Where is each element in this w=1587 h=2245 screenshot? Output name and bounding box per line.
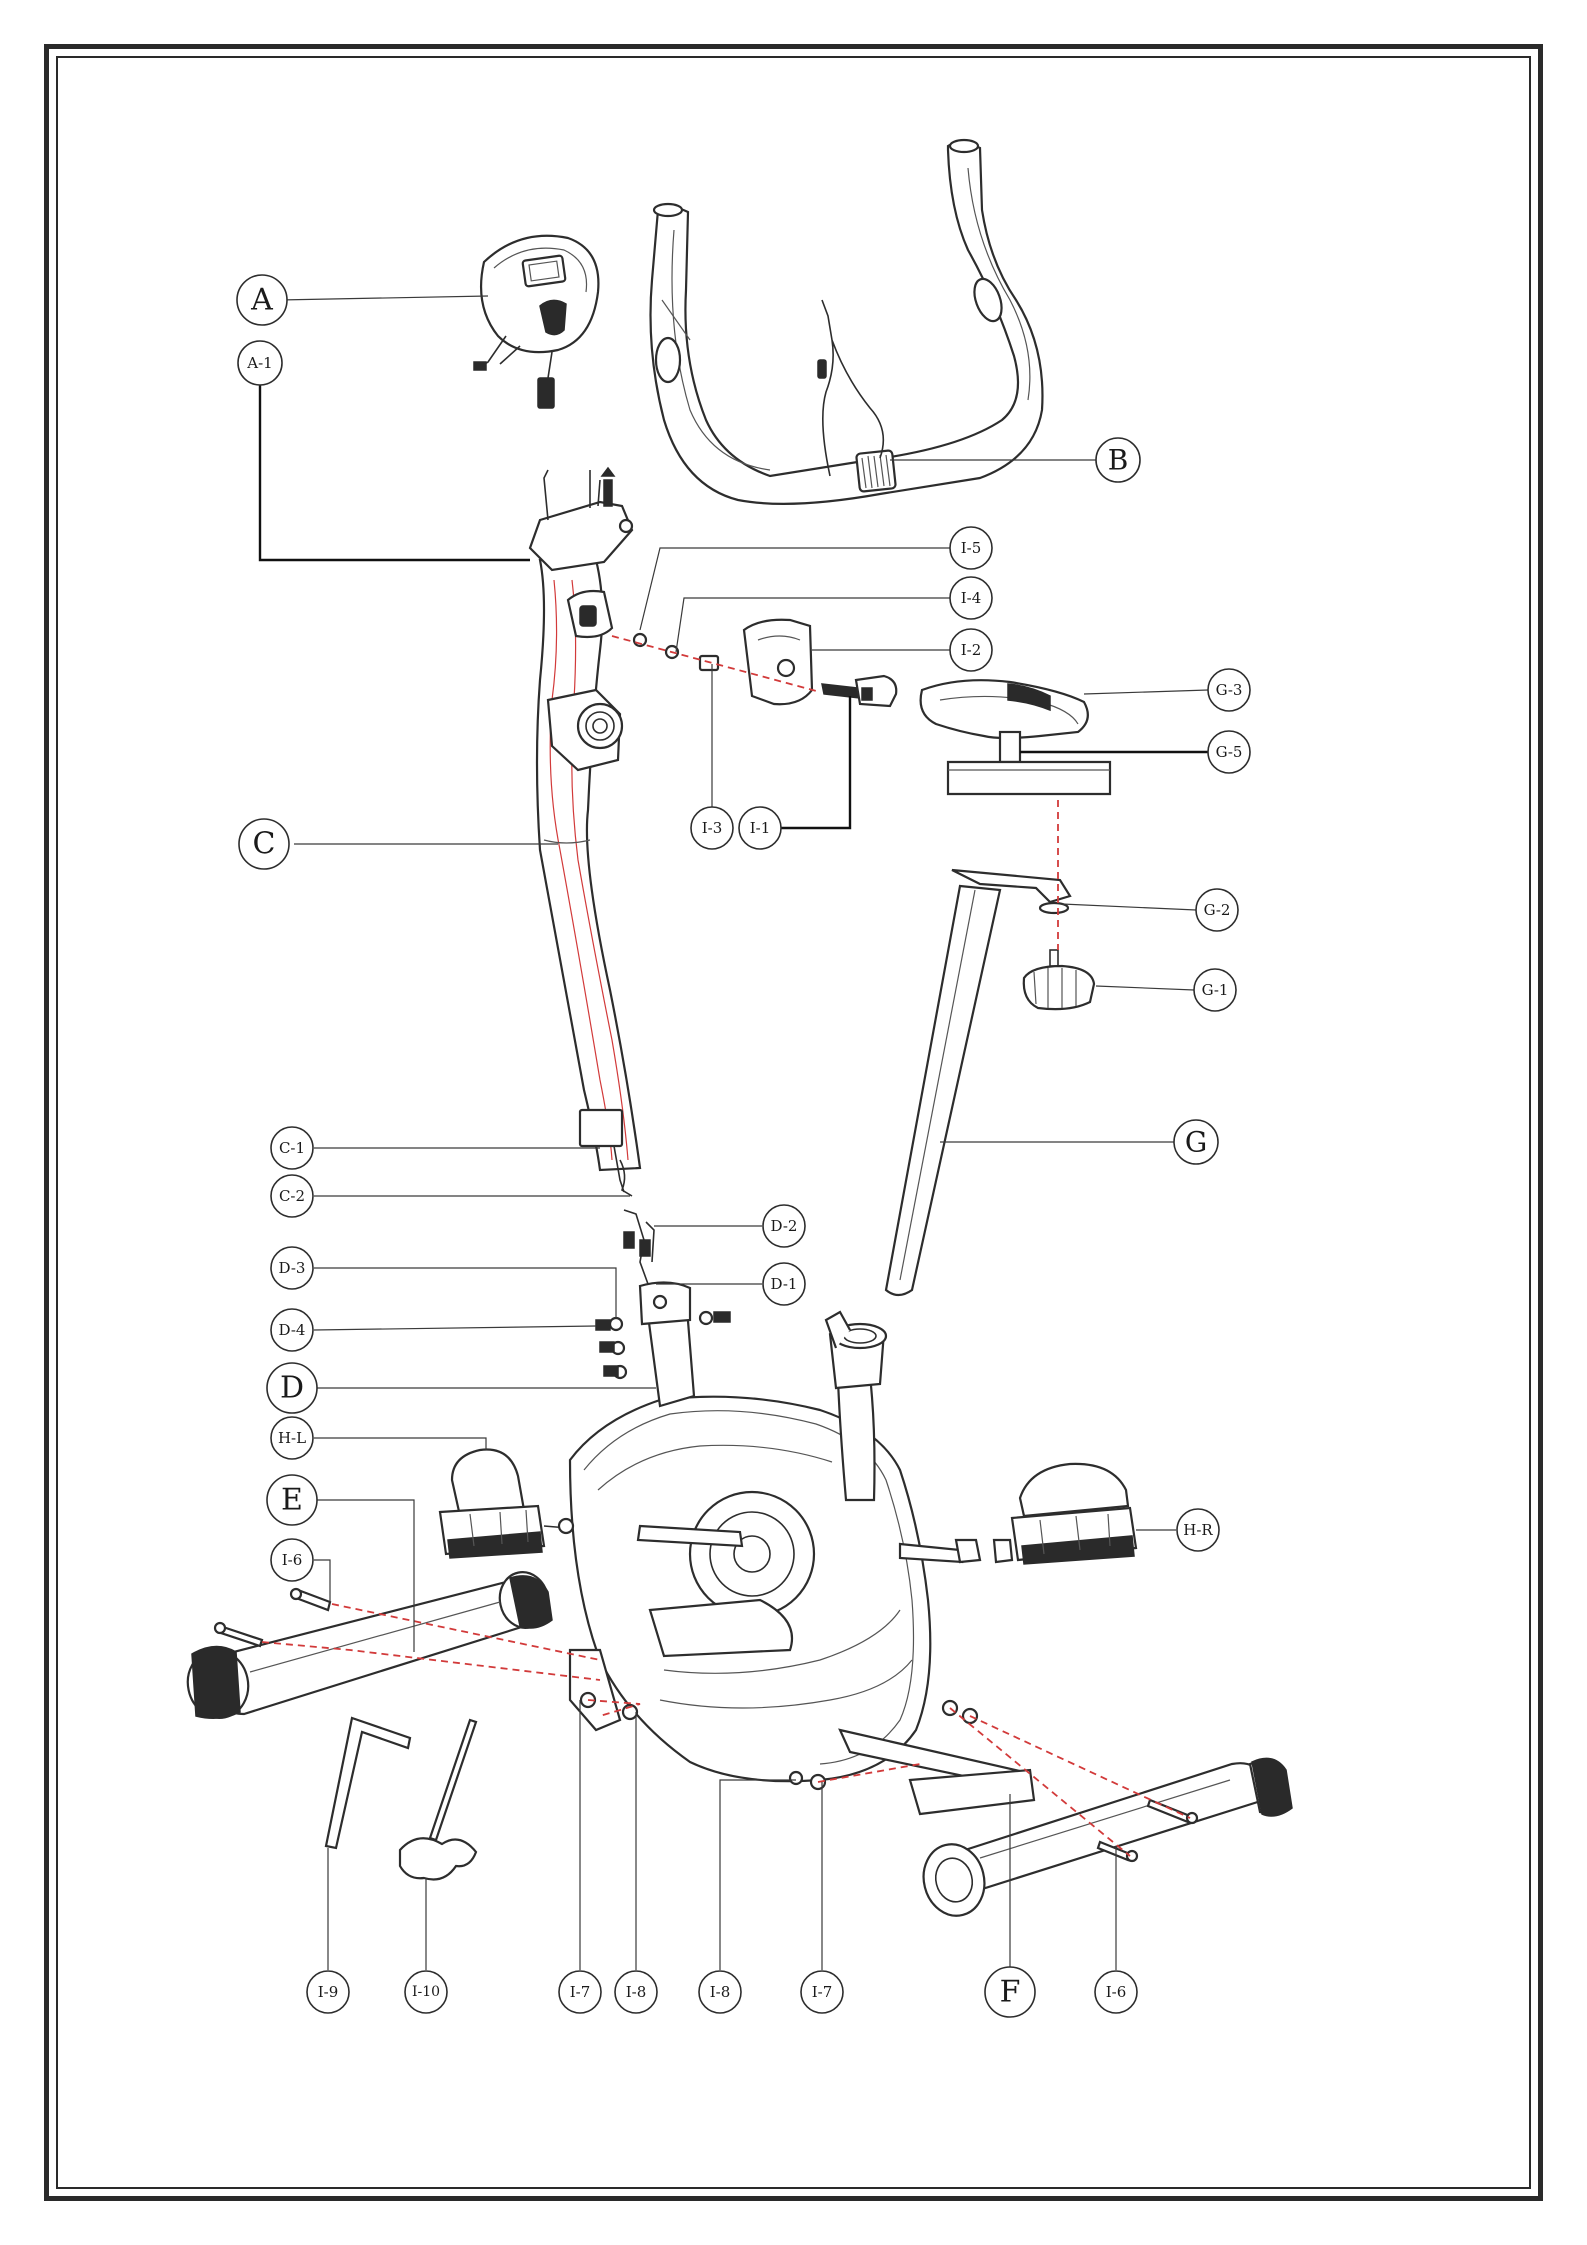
svg-text:I-3: I-3	[702, 819, 723, 837]
callout-H-L: H-L	[271, 1417, 313, 1459]
svg-text:H-L: H-L	[278, 1429, 306, 1447]
main-post	[530, 468, 640, 1196]
svg-text:D-3: D-3	[279, 1259, 306, 1277]
svg-text:I-6: I-6	[282, 1551, 303, 1569]
callout-A-1: A-1	[238, 341, 282, 385]
svg-text:D-4: D-4	[279, 1321, 306, 1339]
callout-D-2: D-2	[763, 1205, 805, 1247]
callout-I-10: I-10	[405, 1971, 447, 2013]
callout-I-4: I-4	[950, 577, 992, 619]
callout-E: E	[267, 1475, 317, 1525]
svg-text:G: G	[1185, 1126, 1207, 1159]
svg-text:F: F	[1000, 1975, 1021, 2010]
callout-D-4: D-4	[271, 1309, 313, 1351]
seat-assembly	[921, 680, 1110, 794]
handlebar	[651, 140, 1043, 504]
svg-text:G-5: G-5	[1216, 743, 1243, 761]
svg-text:I-8: I-8	[626, 1983, 647, 2001]
post-clamp-parts	[634, 620, 896, 706]
pedal-right	[956, 1464, 1136, 1564]
callout-C-2: C-2	[271, 1175, 313, 1217]
callout-I-8-right: I-8	[699, 1971, 741, 2013]
svg-text:A: A	[250, 283, 273, 318]
front-stabilizer	[182, 1568, 554, 1724]
svg-text:H-R: H-R	[1183, 1521, 1213, 1539]
callout-I-6-left: I-6	[271, 1539, 313, 1581]
callout-I-5: I-5	[950, 527, 992, 569]
svg-text:G-3: G-3	[1216, 681, 1243, 699]
callout-C-1: C-1	[271, 1127, 313, 1169]
svg-text:C: C	[253, 827, 276, 862]
callout-G: G	[1174, 1120, 1218, 1164]
svg-text:C-2: C-2	[279, 1187, 305, 1205]
svg-text:D-2: D-2	[771, 1217, 798, 1235]
callout-G-3: G-3	[1208, 669, 1250, 711]
callout-G-2: G-2	[1196, 889, 1238, 931]
callout-A: A	[237, 275, 287, 325]
callout-I-7-left: I-7	[559, 1971, 601, 2013]
callout-D-3: D-3	[271, 1247, 313, 1289]
svg-text:I-9: I-9	[318, 1983, 339, 2001]
callout-I-2: I-2	[950, 629, 992, 671]
svg-text:I-5: I-5	[961, 539, 982, 557]
svg-text:I-7: I-7	[570, 1983, 591, 2001]
callout-H-R: H-R	[1177, 1509, 1219, 1551]
svg-text:E: E	[281, 1483, 303, 1518]
callout-I-1: I-1	[739, 807, 781, 849]
callout-I-7-right: I-7	[801, 1971, 843, 2013]
svg-text:I-7: I-7	[812, 1983, 833, 2001]
svg-text:I-2: I-2	[961, 641, 982, 659]
callout-I-9: I-9	[307, 1971, 349, 2013]
computer-console	[474, 236, 598, 408]
pedal-left	[440, 1450, 573, 1558]
svg-text:I-8: I-8	[710, 1983, 731, 2001]
svg-text:I-10: I-10	[412, 1984, 440, 2000]
svg-text:I-1: I-1	[750, 819, 771, 837]
svg-text:D-1: D-1	[771, 1275, 798, 1293]
svg-text:I-4: I-4	[961, 589, 982, 607]
svg-text:B: B	[1108, 444, 1129, 477]
tools	[326, 1718, 476, 1880]
svg-text:G-1: G-1	[1202, 981, 1229, 999]
callout-I-8-left: I-8	[615, 1971, 657, 2013]
svg-text:A-1: A-1	[246, 354, 272, 372]
svg-text:I-6: I-6	[1106, 1983, 1127, 2001]
callout-C: C	[239, 819, 289, 869]
callout-I-6-right: I-6	[1095, 1971, 1137, 2013]
seat-post	[886, 870, 1094, 1295]
callout-I-3: I-3	[691, 807, 733, 849]
callout-D: D	[267, 1363, 317, 1413]
callout-G-5: G-5	[1208, 731, 1250, 773]
callout-B: B	[1096, 438, 1140, 482]
svg-text:G-2: G-2	[1204, 901, 1231, 919]
svg-text:C-1: C-1	[279, 1139, 305, 1157]
callout-G-1: G-1	[1194, 969, 1236, 1011]
svg-text:D: D	[280, 1371, 304, 1406]
callout-D-1: D-1	[763, 1263, 805, 1305]
callout-F: F	[985, 1967, 1035, 2017]
